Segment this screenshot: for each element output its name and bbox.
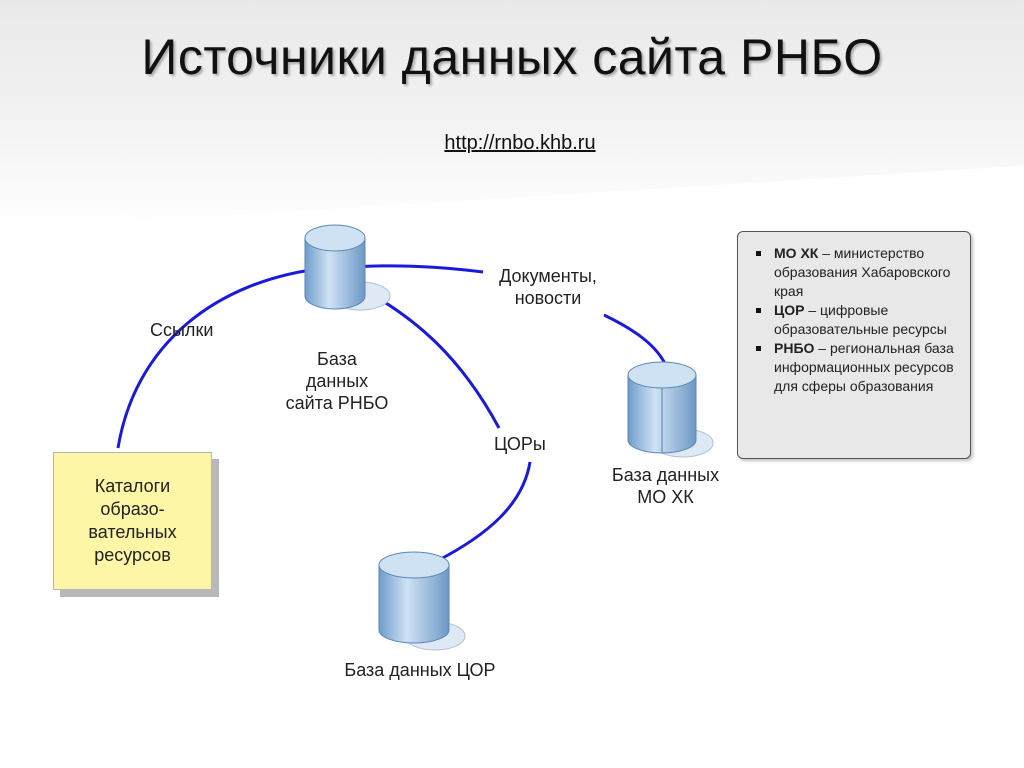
- catalog-line-2: образо-: [100, 499, 165, 519]
- site-link[interactable]: http://rnbo.khb.ru: [444, 132, 596, 154]
- edge-label-docs-line-1: Документы,: [499, 266, 597, 286]
- rnbo-database-icon: [304, 224, 391, 311]
- mo-database-icon: [627, 361, 714, 458]
- legend-item-cor: ЦОР – цифровые образовательные ресурсы: [748, 301, 958, 339]
- catalog-line-4: ресурсов: [94, 545, 171, 565]
- mo-label-line-2: МО ХК: [637, 487, 694, 507]
- arrow-cors-tail: [436, 461, 532, 563]
- edge-label-cors: ЦОРы: [494, 434, 546, 454]
- mo-database-label: База данных МО ХК: [588, 464, 743, 508]
- edge-label-docs-line-2: новости: [514, 288, 582, 308]
- legend-item-mo: МО ХК – министерство образования Хабаров…: [748, 244, 958, 301]
- legend-item-rnbo: РНБО – региональная база информационных …: [748, 339, 958, 396]
- catalog-box: Каталоги образо- вательных ресурсов: [53, 452, 212, 590]
- catalog-line-1: Каталоги: [94, 476, 171, 496]
- edge-label-docs: Документы, новости: [478, 265, 618, 309]
- rnbo-label-line-1: База: [317, 349, 357, 369]
- legend-term-mo: МО ХК: [774, 245, 819, 261]
- legend-desc-rnbo: – региональная база информационных ресур…: [774, 340, 954, 394]
- rnbo-label-line-2: данных: [305, 371, 369, 391]
- cor-database-label: База данных ЦОР: [344, 660, 496, 680]
- arrow-docs-tail: [603, 313, 669, 369]
- cor-database-icon: [378, 551, 466, 651]
- rnbo-database-label: База данных сайта РНБО: [262, 348, 412, 414]
- edge-label-links: Ссылки: [150, 320, 214, 340]
- rnbo-label-line-3: сайта РНБО: [285, 393, 389, 413]
- legend-term-rnbo: РНБО: [774, 340, 815, 356]
- legend-desc-cor: – цифровые образовательные ресурсы: [774, 302, 947, 337]
- legend-box: МО ХК – министерство образования Хабаров…: [737, 231, 971, 459]
- legend-desc-mo: – министерство образования Хабаровского …: [774, 245, 951, 299]
- mo-label-line-1: База данных: [611, 465, 720, 485]
- arrow-links: [116, 261, 329, 449]
- page-title: Источники данных сайта РНБО: [141, 29, 883, 85]
- catalog-line-3: вательных: [88, 522, 177, 542]
- legend-term-cor: ЦОР: [774, 302, 805, 318]
